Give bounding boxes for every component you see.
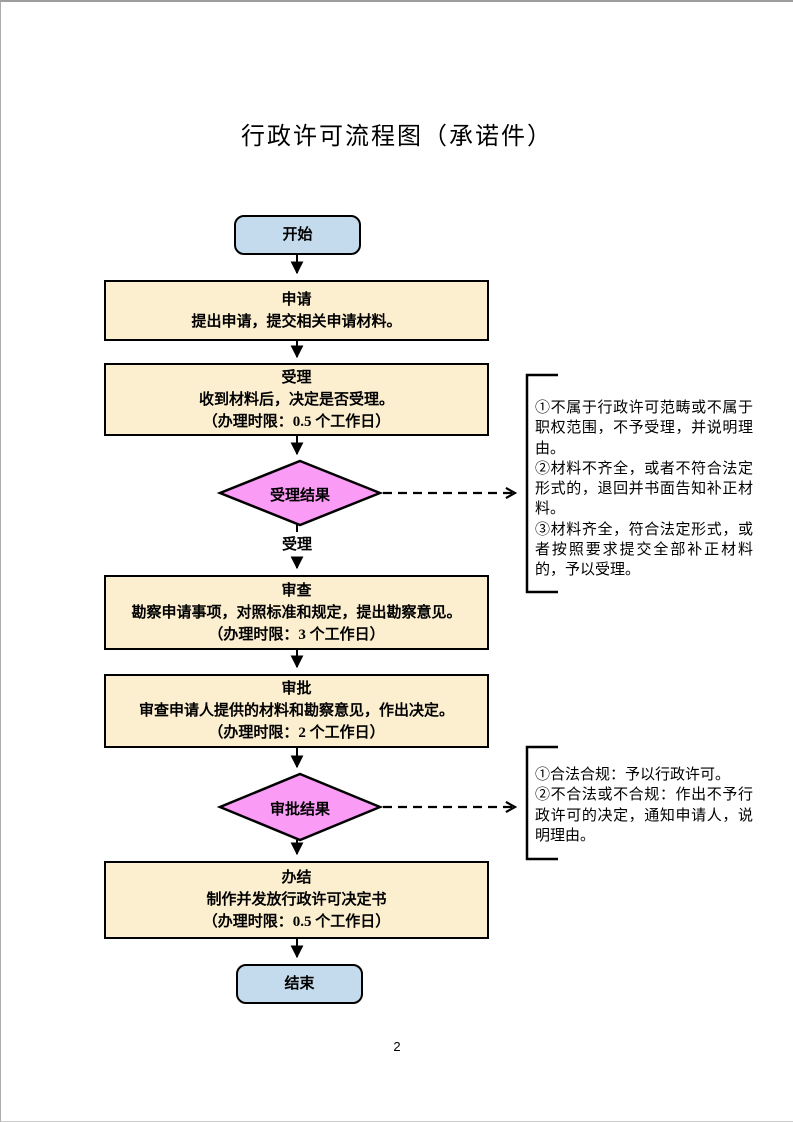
flow-box-approve: 审批 审查申请人提供的材料和勘察意见，作出决定。 （办理时限：2 个工作日） — [104, 674, 489, 748]
box-line: 收到材料后，决定是否受理。 — [198, 391, 394, 408]
box-title: 审批 — [281, 681, 312, 697]
flow-box-apply: 申请 提出申请，提交相关申请材料。 — [104, 280, 489, 341]
note-item: ①合法合规：予以行政许可。 — [535, 767, 731, 783]
box-title: 受理 — [281, 369, 312, 386]
branch-label-accepted: 受理 — [281, 537, 312, 553]
box-line: 制作并发放行政许可决定书 — [206, 892, 387, 908]
decision1-label: 受理结果 — [269, 488, 330, 504]
box-line: （办理时限：3 个工作日） — [208, 626, 385, 643]
box-title: 办结 — [281, 870, 312, 886]
box-line: 审查申请人提供的材料和勘察意见，作出决定。 — [138, 703, 454, 719]
note-item: ①不属于行政许可范畴或不属于职权范围，不予受理，并说明理由。 — [535, 400, 753, 457]
box-line: 提出申请，提交相关申请材料。 — [191, 313, 402, 330]
box-title: 审查 — [281, 582, 312, 599]
note-accept-result: ①不属于行政许可范畴或不属于职权范围，不予受理，并说明理由。 ②材料不齐全，或者… — [535, 398, 753, 581]
page-title: 行政许可流程图（承诺件） — [241, 124, 553, 150]
flow-box-complete: 办结 制作并发放行政许可决定书 （办理时限：0.5 个工作日） — [104, 861, 489, 939]
note-item: ③材料齐全，符合法定形式，或者按照要求提交全部补正材料的，予以受理。 — [535, 521, 753, 579]
flow-end-node: 结束 — [236, 964, 363, 1004]
page-number: 2 — [393, 1039, 401, 1054]
flow-box-review: 审查 勘察申请事项，对照标准和规定，提出勘察意见。 （办理时限：3 个工作日） — [104, 575, 489, 650]
flow-start-node: 开始 — [234, 215, 361, 255]
flow-box-accept: 受理 收到材料后，决定是否受理。 （办理时限：0.5 个工作日） — [104, 363, 489, 436]
box-title: 申请 — [281, 291, 312, 308]
box-line: 勘察申请事项，对照标准和规定，提出勘察意见。 — [131, 604, 462, 621]
box-line: （办理时限：2 个工作日） — [208, 725, 385, 741]
note-approve-result: ①合法合规：予以行政许可。 ②不合法或不合规：作出不予行政许可的决定，通知申请人… — [535, 765, 753, 846]
decision2-label: 审批结果 — [269, 802, 330, 818]
end-label: 结束 — [284, 976, 315, 992]
start-label: 开始 — [282, 227, 313, 243]
note-item: ②不合法或不合规：作出不予行政许可的决定，通知申请人，说明理由。 — [535, 787, 753, 844]
note-item: ②材料不齐全，或者不符合法定形式的，退回并书面告知补正材料。 — [535, 460, 753, 518]
box-line: （办理时限：0.5 个工作日） — [202, 914, 391, 930]
box-line: （办理时限：0.5 个工作日） — [202, 413, 391, 430]
